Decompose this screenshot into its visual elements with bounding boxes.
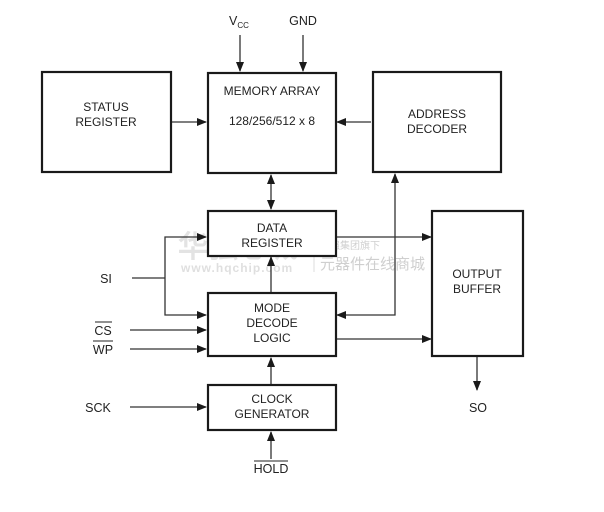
gnd-label: GND bbox=[289, 14, 317, 28]
clock-generator-block: CLOCK GENERATOR bbox=[206, 383, 338, 432]
address-decoder-block: ADDRESS DECODER bbox=[371, 70, 503, 174]
memory-array-block: MEMORY ARRAY 128/256/512 x 8 bbox=[206, 71, 338, 175]
output-buffer-label-2: BUFFER bbox=[453, 282, 501, 296]
signal-labels: VCC GND SI CS WP SCK HOLD SO bbox=[85, 14, 487, 476]
data-register-block: DATA REGISTER bbox=[206, 209, 338, 258]
status-register-label-1: STATUS bbox=[83, 100, 129, 114]
sck-label: SCK bbox=[85, 401, 111, 415]
memory-array-size: 128/256/512 x 8 bbox=[229, 114, 315, 128]
wires bbox=[130, 35, 481, 459]
mode-decode-label-3: LOGIC bbox=[253, 331, 291, 345]
data-register-label-1: DATA bbox=[257, 221, 287, 235]
memory-array-label: MEMORY ARRAY bbox=[224, 84, 321, 98]
status-register-label-2: REGISTER bbox=[75, 115, 137, 129]
wp-label: WP bbox=[93, 343, 113, 357]
address-decoder-label-1: ADDRESS bbox=[408, 107, 466, 121]
mode-address-wire bbox=[336, 173, 399, 319]
address-decoder-label-2: DECODER bbox=[407, 122, 467, 136]
mode-decode-label-1: MODE bbox=[254, 301, 290, 315]
so-label: SO bbox=[469, 401, 487, 415]
status-register-block: STATUS REGISTER bbox=[40, 70, 173, 174]
si-to-mode-wire bbox=[164, 278, 207, 319]
watermark-url: www.hqchip.com bbox=[180, 261, 293, 275]
output-buffer-label-1: OUTPUT bbox=[452, 267, 502, 281]
mode-decode-logic-block: MODE DECODE LOGIC bbox=[206, 291, 338, 358]
watermark-slogan: 元器件在线商城 bbox=[320, 255, 425, 273]
si-to-data-wire bbox=[164, 233, 207, 278]
mode-decode-label-2: DECODE bbox=[246, 316, 297, 330]
hold-label: HOLD bbox=[254, 462, 289, 476]
vcc-label: VCC bbox=[229, 14, 249, 30]
clock-generator-label-2: GENERATOR bbox=[235, 407, 310, 421]
clock-generator-label-1: CLOCK bbox=[251, 392, 292, 406]
output-buffer-block: OUTPUT BUFFER bbox=[430, 209, 525, 358]
cs-label: CS bbox=[94, 324, 111, 338]
si-label: SI bbox=[100, 272, 112, 286]
data-register-label-2: REGISTER bbox=[241, 236, 303, 250]
